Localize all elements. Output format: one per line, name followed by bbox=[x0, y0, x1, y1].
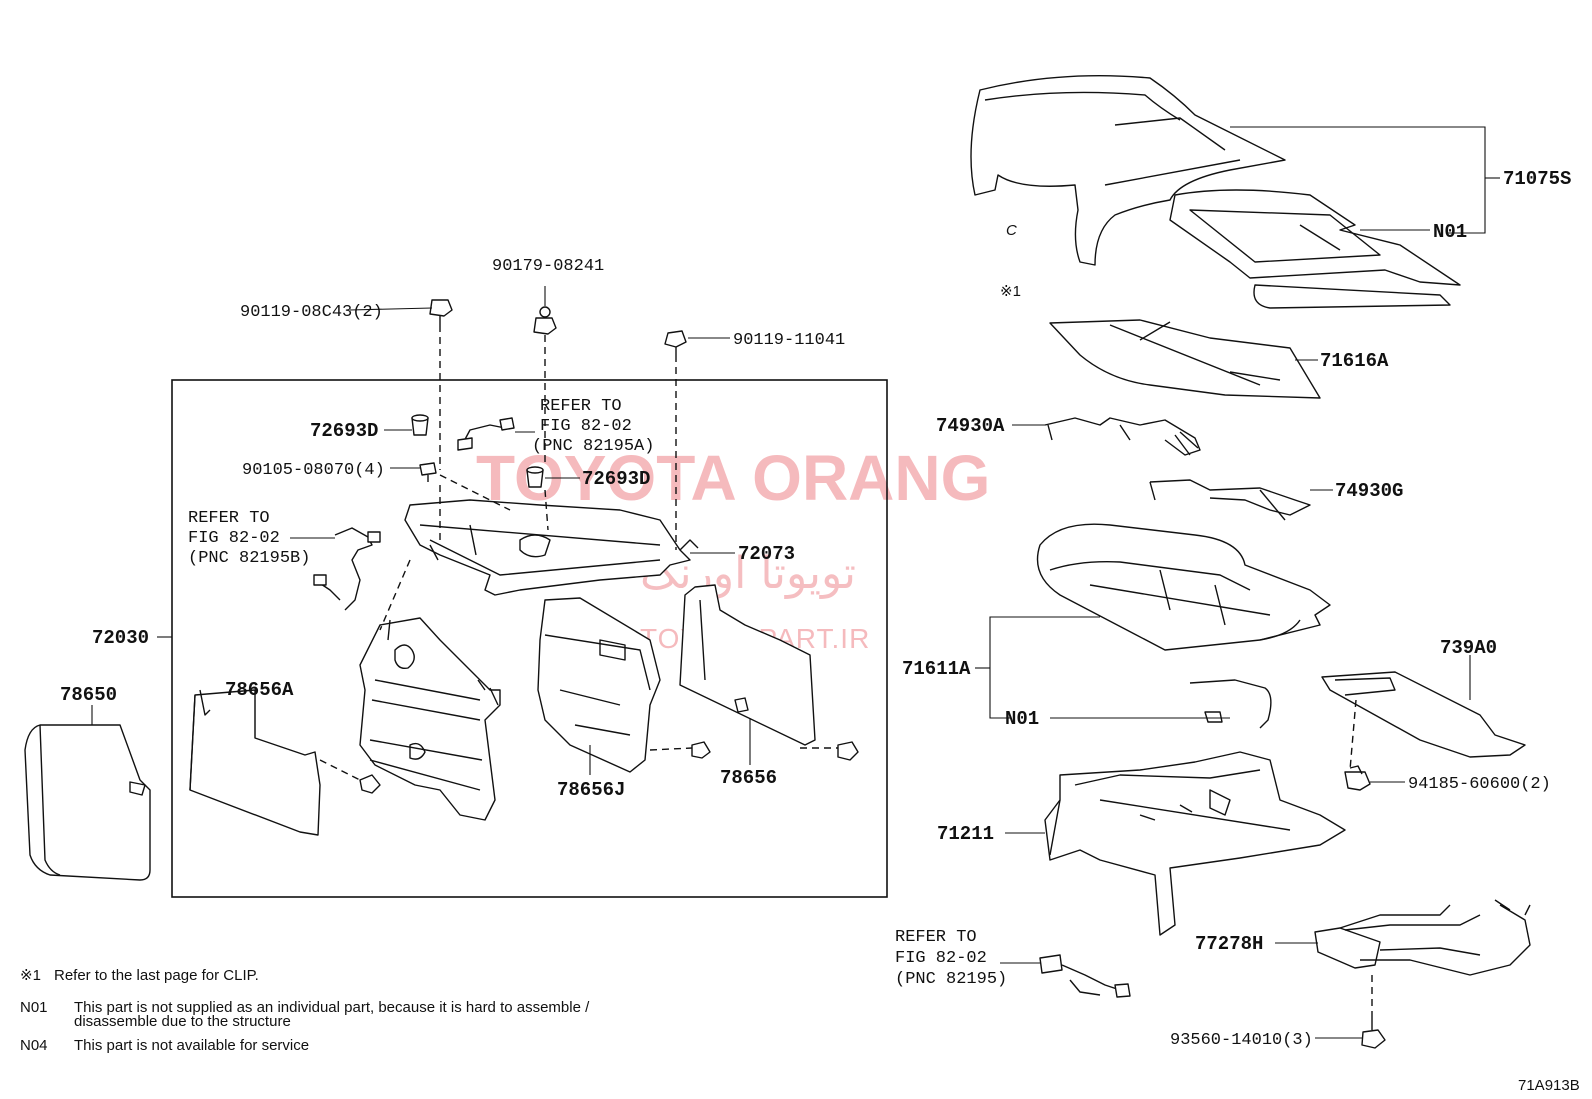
label-74930G[interactable]: 74930G bbox=[1335, 480, 1403, 502]
label-90179[interactable]: 90179-08241 bbox=[492, 257, 604, 276]
upper-frame-72073-drawing[interactable] bbox=[404, 499, 699, 596]
clip-letter: C bbox=[1006, 222, 1017, 239]
ref-c-line1: REFER TO bbox=[895, 928, 977, 947]
label-71075S[interactable]: 71075S bbox=[1503, 168, 1571, 190]
refer-to-82195A[interactable]: REFER TO FIG 82-02 (PNC 82195A) bbox=[532, 397, 654, 456]
refer-to-82195B[interactable]: REFER TO FIG 82-02 (PNC 82195B) bbox=[188, 509, 310, 568]
label-71611A-n01[interactable]: N01 bbox=[1005, 708, 1039, 730]
label-93560[interactable]: 93560-14010(3) bbox=[1170, 1031, 1313, 1050]
bolt-78656A-drawing[interactable] bbox=[359, 774, 381, 794]
ref-a-line2: FIG 82-02 bbox=[540, 417, 632, 436]
seat-cushion-cover-drawing[interactable] bbox=[970, 75, 1286, 266]
connector-82195-drawing[interactable] bbox=[1039, 954, 1131, 998]
label-78656A[interactable]: 78656A bbox=[225, 679, 294, 701]
clip-mark: ※1 bbox=[1000, 283, 1021, 300]
cap-72693D-b-drawing[interactable] bbox=[526, 466, 544, 488]
note-n04-text: This part is not available for service bbox=[74, 1037, 309, 1054]
label-72693D-b[interactable]: 72693D bbox=[582, 468, 650, 490]
harness-74930G-drawing[interactable] bbox=[1149, 479, 1311, 521]
panel-78656J-drawing[interactable] bbox=[537, 597, 661, 773]
dashed-assembly-lines bbox=[319, 325, 1373, 1018]
side-cover-78650-drawing[interactable] bbox=[24, 724, 151, 881]
note-clip-text: Refer to the last page for CLIP. bbox=[54, 967, 259, 984]
label-78656[interactable]: 78656 bbox=[720, 767, 777, 789]
cap-72693D-a-drawing[interactable] bbox=[411, 414, 429, 436]
note-clip-code: ※1 bbox=[20, 967, 41, 984]
sub-assembly-frame-box bbox=[171, 379, 888, 898]
note-n01-text2: disassemble due to the structure bbox=[74, 1013, 291, 1030]
ref-b-line2: FIG 82-02 bbox=[188, 529, 280, 548]
clip-94185-drawing[interactable] bbox=[1344, 765, 1371, 791]
harness-74930A-drawing[interactable] bbox=[1044, 417, 1201, 456]
label-739A0[interactable]: 739A0 bbox=[1440, 637, 1497, 659]
label-71611A[interactable]: 71611A bbox=[902, 658, 971, 680]
wire-82195B-drawing[interactable] bbox=[313, 527, 381, 611]
note-n04-code: N04 bbox=[20, 1037, 48, 1054]
ref-c-line2: FIG 82-02 bbox=[895, 949, 987, 968]
harness-77278H-drawing[interactable] bbox=[1314, 899, 1531, 976]
bolt-90105-drawing[interactable] bbox=[419, 462, 437, 482]
diagram-code: 71A913B bbox=[1518, 1077, 1580, 1094]
cushion-cover-pad-drawing[interactable] bbox=[1169, 189, 1461, 309]
seat-cushion-assy-71611A-drawing[interactable] bbox=[1036, 523, 1331, 651]
ref-b-line3: (PNC 82195B) bbox=[188, 549, 310, 568]
label-74930A[interactable]: 74930A bbox=[936, 415, 1005, 437]
label-71211[interactable]: 71211 bbox=[937, 823, 994, 845]
label-90105[interactable]: 90105-08070(4) bbox=[242, 461, 385, 480]
ref-a-line3: (PNC 82195A) bbox=[532, 437, 654, 456]
label-78650[interactable]: 78650 bbox=[60, 684, 117, 706]
wire-82195A-drawing[interactable] bbox=[457, 417, 515, 451]
nut-90179-drawing[interactable] bbox=[533, 306, 557, 335]
label-90119-08C43[interactable]: 90119-08C43(2) bbox=[240, 303, 383, 322]
label-72073[interactable]: 72073 bbox=[738, 543, 795, 565]
panel-78656-drawing[interactable] bbox=[679, 584, 816, 746]
plate-739A0-drawing[interactable] bbox=[1321, 671, 1526, 758]
ref-b-line1: REFER TO bbox=[188, 509, 270, 528]
bolt-90119-08C43-drawing[interactable] bbox=[429, 299, 453, 325]
part-labels: 71075S N01 71616A 74930A 74930G 71611A N… bbox=[60, 168, 1571, 1050]
note-n01-code: N01 bbox=[20, 999, 48, 1016]
bolt-78656-drawing[interactable] bbox=[837, 741, 859, 761]
label-71075S-n01[interactable]: N01 bbox=[1433, 221, 1467, 243]
note-n01-text1: This part is not supplied as an individu… bbox=[74, 999, 590, 1016]
clip-93560-drawing[interactable] bbox=[1361, 1018, 1386, 1049]
clip-marker: C ※1 bbox=[1000, 222, 1021, 300]
seat-cushion-pad-71616A-drawing[interactable] bbox=[1049, 319, 1321, 399]
ref-a-line1: REFER TO bbox=[540, 397, 622, 416]
label-72693D-a[interactable]: 72693D bbox=[310, 420, 378, 442]
seat-frame-71211-drawing[interactable] bbox=[1044, 751, 1346, 936]
refer-to-82195[interactable]: REFER TO FIG 82-02 (PNC 82195) bbox=[895, 928, 1007, 989]
label-71616A[interactable]: 71616A bbox=[1320, 350, 1389, 372]
leader-lines bbox=[91, 126, 1500, 1039]
bolt-78656J-drawing[interactable] bbox=[691, 741, 711, 759]
label-94185[interactable]: 94185-60600(2) bbox=[1408, 775, 1551, 794]
cushion-sensor-wire-drawing[interactable] bbox=[1189, 679, 1272, 729]
footnotes: ※1 Refer to the last page for CLIP. N01 … bbox=[20, 967, 590, 1054]
label-78656J[interactable]: 78656J bbox=[557, 779, 625, 801]
label-72030[interactable]: 72030 bbox=[92, 627, 149, 649]
seat-track-frame-72030-drawing[interactable] bbox=[359, 617, 501, 821]
ref-c-line3: (PNC 82195) bbox=[895, 970, 1007, 989]
bolt-90119-11041-drawing[interactable] bbox=[664, 330, 687, 355]
label-77278H[interactable]: 77278H bbox=[1195, 933, 1263, 955]
label-90119-11041[interactable]: 90119-11041 bbox=[733, 331, 845, 350]
